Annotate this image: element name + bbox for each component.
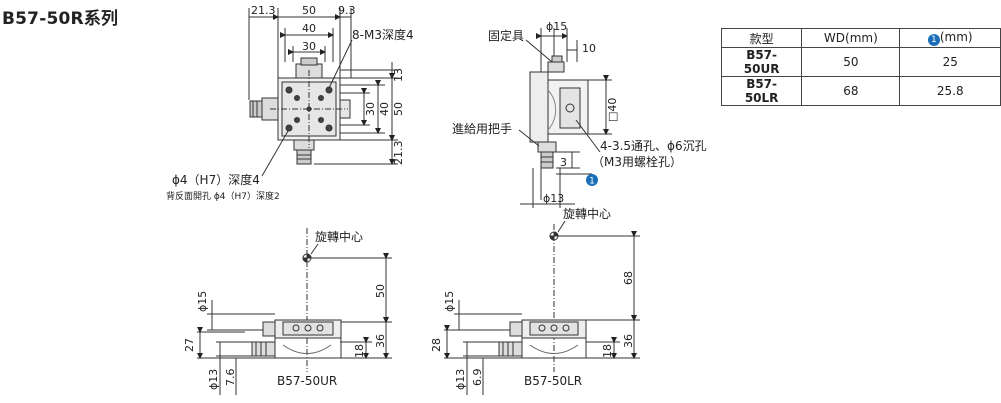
dim-50-ur: 50: [374, 284, 387, 298]
front-view-lr: [444, 220, 640, 395]
dim-square40: □40: [606, 98, 619, 122]
dim-18-lr: 18: [601, 344, 614, 358]
dim-18-ur: 18: [353, 344, 366, 358]
dim-50-right: 50: [392, 102, 405, 116]
dim-phi13-ur: ϕ13: [207, 369, 220, 390]
dim-3-side: 3: [560, 156, 567, 169]
dim-36-ur: 36: [374, 334, 387, 348]
front-ur-labels: 旋轉中心 ϕ15 50 27 36 18 ϕ13 7.6 B57-50UR: [183, 229, 387, 390]
dim-10-side: 10: [582, 42, 596, 55]
bolt-note-side: （M3用螺栓孔）: [592, 154, 682, 169]
marker-1-text: 1: [589, 177, 595, 187]
front-lr-labels: 旋轉中心 ϕ15 68 28 36 18 ϕ13 6.9 B57-50LR: [430, 206, 635, 390]
m3-callout: 8-M3深度4: [352, 27, 414, 42]
cell-model: B57-50UR: [720, 47, 803, 77]
spec-table-header: 款型 WD(mm) 1(mm): [720, 28, 1001, 48]
dim-phi13-side: ϕ13: [543, 192, 564, 205]
dim-phi15-side: ϕ15: [546, 20, 567, 33]
dim-68-lr: 68: [622, 271, 635, 285]
cell-wd: 68: [801, 76, 901, 106]
dim-21.3-right: 21.3: [392, 141, 405, 166]
dim-28-lr: 28: [430, 338, 443, 352]
dim-9.3-top: 9.3: [338, 4, 356, 17]
front-view-ur: [197, 228, 392, 395]
side-view-labels: 固定具 ϕ15 10 □40 進給用把手 4-3.5通孔、ϕ6沉孔 （M3用螺栓…: [452, 20, 707, 205]
dim-6.9-lr: 6.9: [471, 369, 484, 387]
cell-value: 25.8: [899, 76, 1001, 106]
dim-27-ur: 27: [183, 338, 196, 352]
dim-phi15-ur: ϕ15: [196, 291, 209, 312]
marker-1-icon: [586, 174, 598, 186]
dim-40-top: 40: [302, 22, 316, 35]
handle-label: 進給用把手: [452, 122, 512, 136]
dim-30-right: 30: [364, 102, 377, 116]
col-header-offset: 1(mm): [899, 28, 1001, 48]
marker-1-icon: 1: [927, 34, 940, 46]
col-header-offset-label: (mm): [939, 30, 973, 44]
caption-ur: B57-50UR: [277, 374, 337, 388]
caption-lr: B57-50LR: [524, 374, 582, 388]
fixture-label: 固定具: [488, 28, 524, 43]
top-view-labels: 21.3 50 9.3 40 30 8-M3深度4 13 50 40 30 21…: [166, 4, 414, 202]
dim-40-right: 40: [378, 102, 391, 116]
hole-note-side: 4-3.5通孔、ϕ6沉孔: [600, 139, 707, 153]
table-row: B57-50LR 68 25.8: [720, 76, 1001, 106]
dim-13-right: 13: [392, 68, 405, 82]
dim-36-lr: 36: [622, 334, 635, 348]
dim-21.3-top: 21.3: [251, 4, 276, 17]
rotation-center-ur: 旋轉中心: [315, 229, 363, 244]
dim-phi15-lr: ϕ15: [443, 291, 456, 312]
back-hole-note: 背反面開孔 ϕ4（H7）深度2: [166, 190, 280, 202]
page-title: B57-50R系列: [2, 9, 119, 29]
dim-7.6-ur: 7.6: [224, 369, 237, 387]
dim-phi13-lr: ϕ13: [454, 369, 467, 390]
dim-50-top: 50: [302, 4, 316, 17]
rotation-center-lr: 旋轉中心: [563, 206, 611, 221]
dim-30-top: 30: [302, 40, 316, 53]
spec-table: 款型 WD(mm) 1(mm) B57-50UR 50 25 B57-50LR …: [720, 28, 1001, 106]
cell-model: B57-50LR: [720, 76, 803, 106]
col-header-wd: WD(mm): [801, 28, 901, 48]
side-view: [518, 28, 612, 208]
top-view: [248, 8, 398, 177]
hole-note: ϕ4（H7）深度4: [172, 172, 260, 187]
